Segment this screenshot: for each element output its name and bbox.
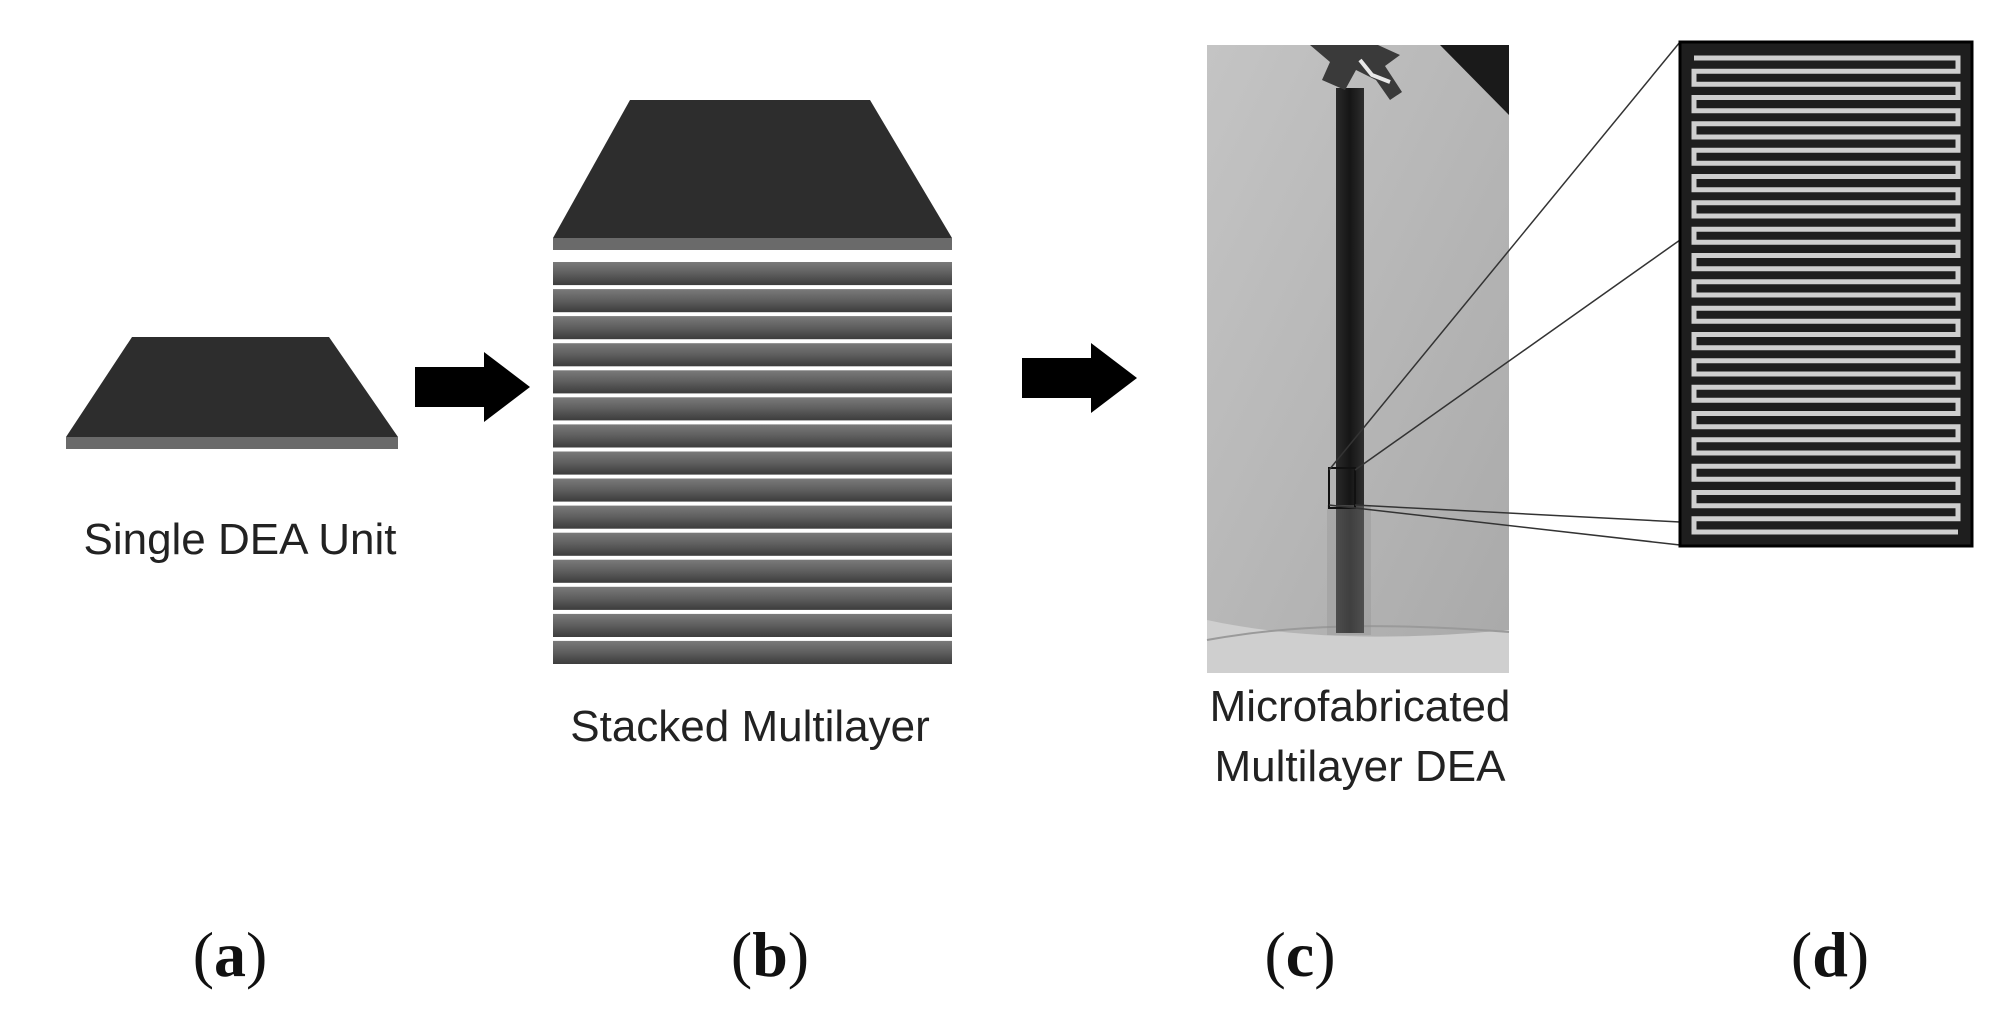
panel-label-d: (d) [1790, 920, 1870, 990]
stack-layer [553, 370, 952, 394]
right-arrow-icon [415, 352, 530, 422]
panel-label-a: (a) [192, 920, 268, 990]
stack-layer [553, 505, 952, 529]
panel-label-b: (b) [730, 920, 810, 990]
stack-layer [553, 343, 952, 367]
single-layer-top [66, 337, 398, 437]
stacked-multilayer [553, 100, 952, 664]
caption-microfabricated-line1: Microfabricated [1209, 682, 1511, 731]
zoom-connectors [1328, 41, 1681, 546]
stack-layer [553, 586, 952, 610]
stack-layer [553, 424, 952, 448]
single-layer-edge [66, 437, 398, 449]
panel-label-c: (c) [1264, 920, 1336, 990]
caption-stacked-multilayer: Stacked Multilayer [570, 702, 930, 751]
single-dea-unit [66, 337, 398, 449]
stack-top-layer [553, 100, 952, 238]
stack-layer [553, 316, 952, 340]
serpentine-electrode [1691, 55, 1961, 535]
stack-layer [553, 262, 952, 286]
stack-layer [553, 559, 952, 583]
caption-single-dea: Single DEA Unit [83, 515, 397, 564]
stack-layers [553, 262, 952, 664]
electrode-strip [1336, 88, 1364, 633]
stack-layer [553, 451, 952, 475]
microfabricated-dea-photo [1206, 45, 1510, 673]
stack-layer [553, 397, 952, 421]
stack-layer [553, 613, 952, 637]
stack-layer [553, 478, 952, 502]
caption-microfabricated-line2: Multilayer DEA [1214, 742, 1506, 791]
interdigitated-electrode-zoom [1678, 40, 1974, 548]
stack-layer [553, 532, 952, 556]
zoom-region-box [1328, 467, 1356, 509]
stack-layer [553, 640, 952, 664]
stack-layer [553, 289, 952, 313]
right-arrow-icon [1022, 343, 1137, 413]
